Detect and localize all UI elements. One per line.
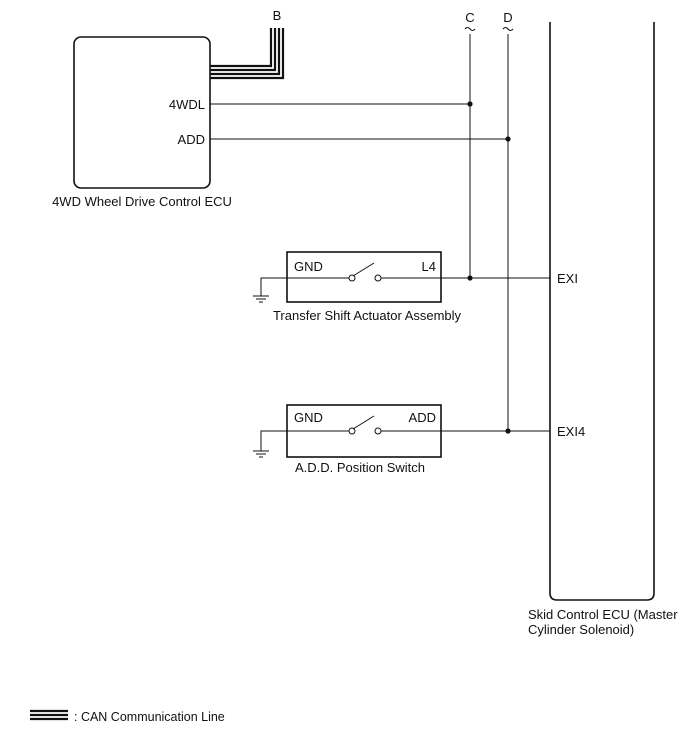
add-switch-contact-icon <box>287 415 441 435</box>
transfer-actuator-pin-l4: L4 <box>422 259 436 274</box>
transfer-ground-icon <box>253 277 287 303</box>
junction-4wdl <box>467 101 473 107</box>
junction-exi4 <box>505 428 511 434</box>
ecu-4wd-box <box>73 36 211 189</box>
ecu-4wd-pin-add: ADD <box>178 132 205 147</box>
can-line-legend-icon <box>30 709 68 721</box>
transfer-actuator-pin-gnd: GND <box>294 259 323 274</box>
connector-b-label: B <box>273 8 282 23</box>
connector-c-break <box>464 27 476 31</box>
transfer-actuator-name: Transfer Shift Actuator Assembly <box>273 308 462 323</box>
skid-ecu-pin-exi4: EXI4 <box>557 424 585 439</box>
add-switch-pin-gnd: GND <box>294 410 323 425</box>
junction-add <box>505 136 511 142</box>
ecu-4wd-pin-4wdl: 4WDL <box>169 97 205 112</box>
transfer-actuator-box <box>286 251 442 303</box>
connector-d-label: D <box>503 10 512 25</box>
skid-ecu-box <box>549 22 655 601</box>
skid-ecu-pin-exi: EXI <box>557 271 578 286</box>
ecu-4wd-name: 4WD Wheel Drive Control ECU <box>52 194 232 209</box>
skid-ecu-name-line2: Cylinder Solenoid) <box>528 622 634 637</box>
connector-c-label: C <box>465 10 474 25</box>
connector-d-break <box>502 27 514 31</box>
transfer-switch-icon <box>287 262 441 282</box>
add-switch-ground-icon <box>253 430 287 458</box>
skid-ecu-name-line1: Skid Control ECU (Master <box>528 607 678 622</box>
junction-exi <box>467 275 473 281</box>
add-switch-pin-add: ADD <box>409 410 436 425</box>
can-line-legend-label: : CAN Communication Line <box>74 710 225 724</box>
can-bus-b <box>210 28 285 80</box>
add-switch-name: A.D.D. Position Switch <box>295 460 425 475</box>
